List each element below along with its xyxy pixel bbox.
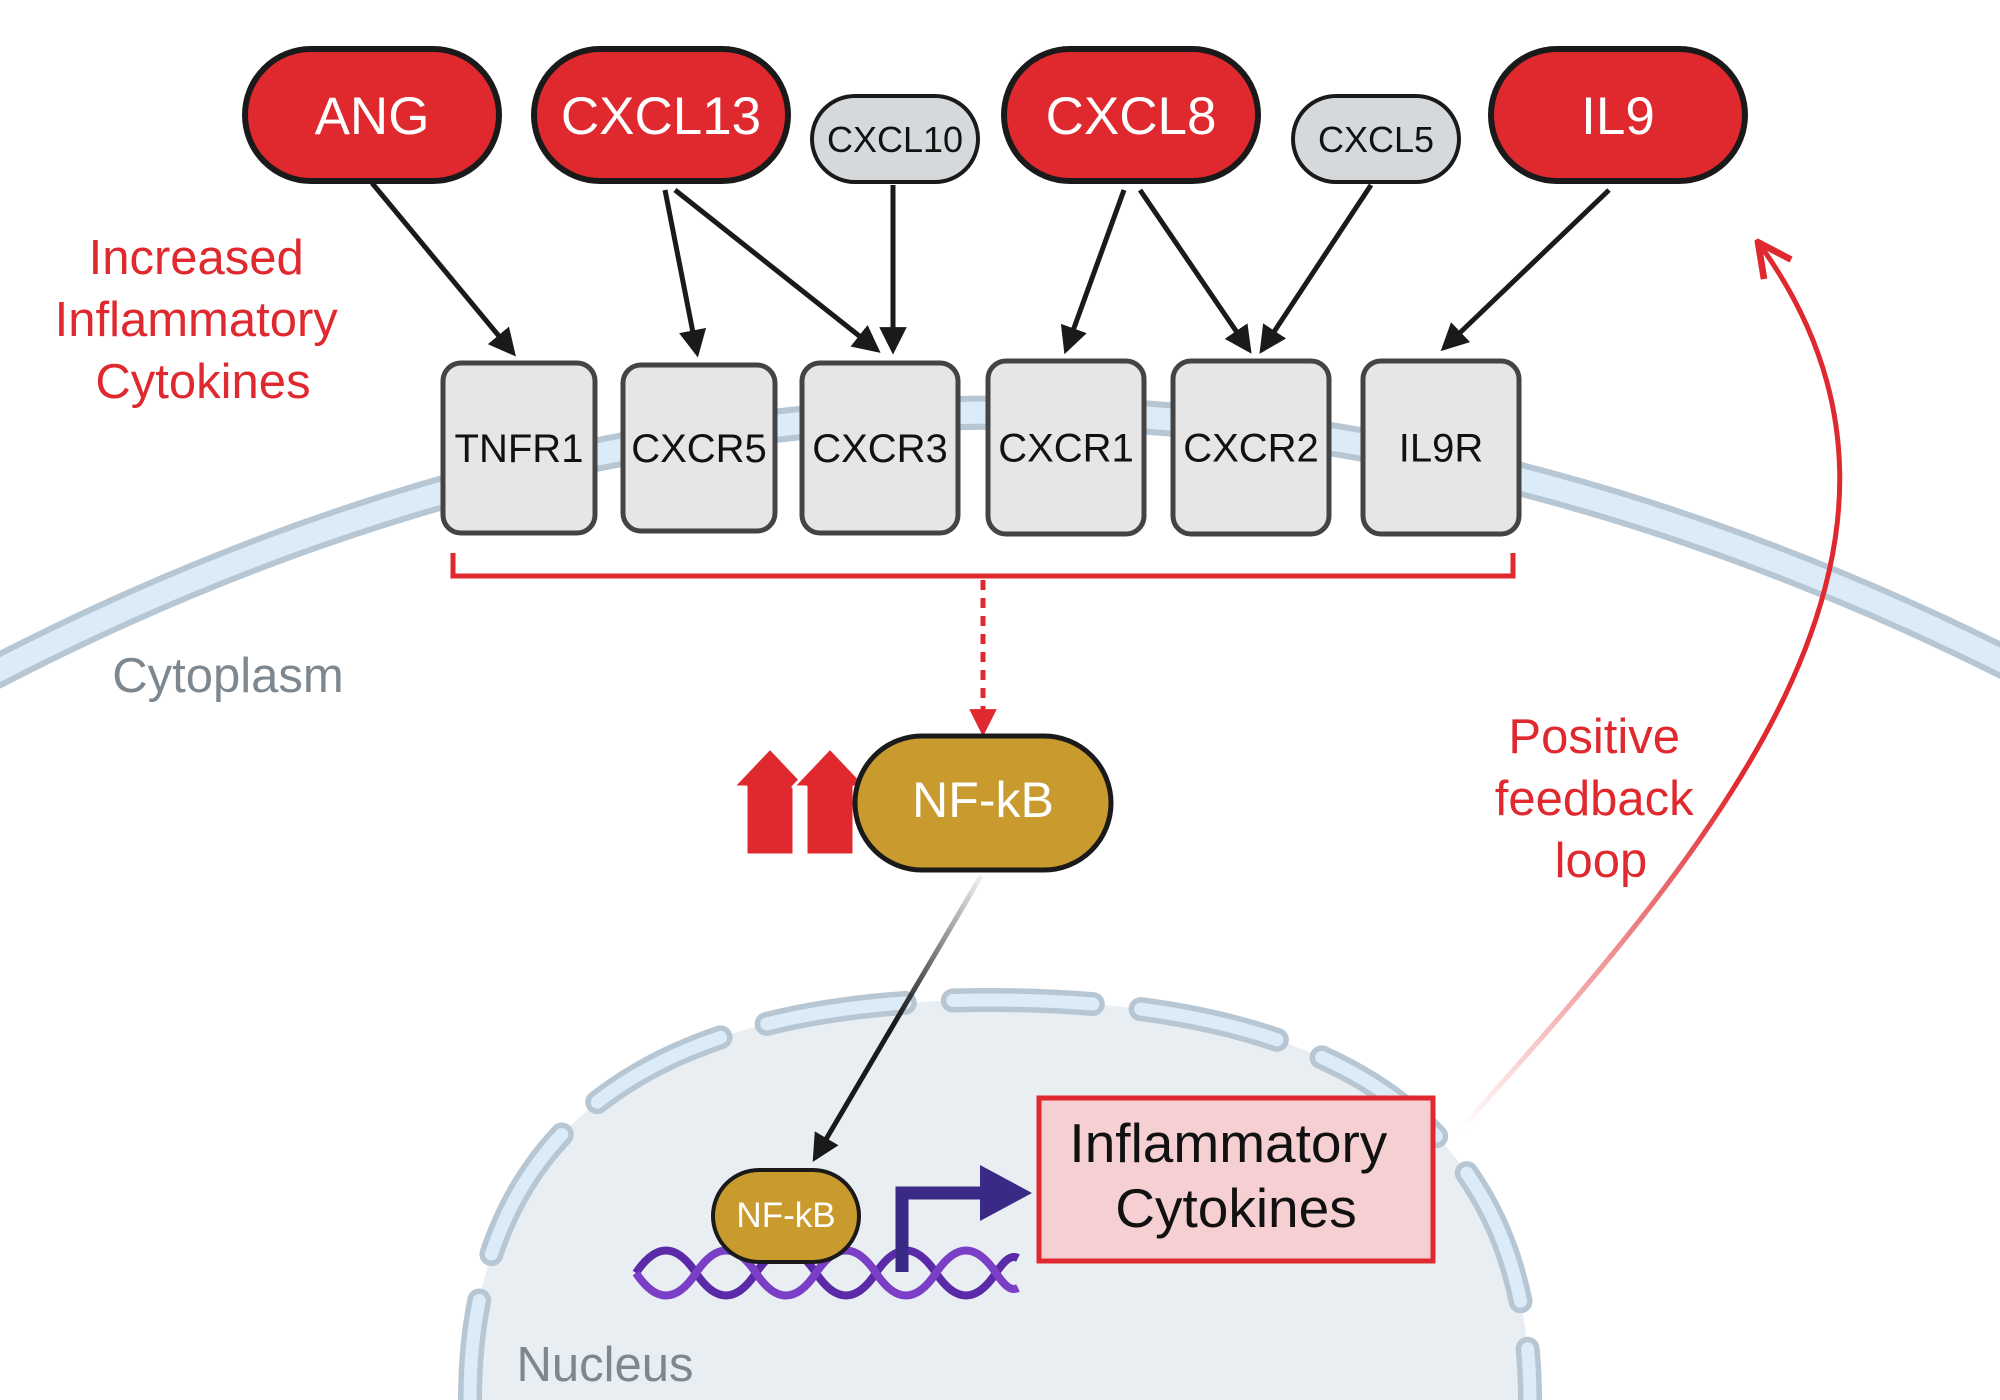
ligand-cxcl10: CXCL10: [810, 94, 980, 184]
receptor-cxcr5: CXCR5: [620, 362, 778, 534]
receptor-tnfr1: TNFR1: [440, 360, 598, 536]
receptor-cxcr1-label: CXCR1: [998, 427, 1134, 471]
output-label: Inflammatory Cytokines: [1069, 1112, 1402, 1239]
receptor-group: TNFR1 CXCR5 CXCR3 CXCR1 CXCR2 IL9R: [440, 358, 1522, 537]
arrow-cxcl8-to-cxcr1: [1060, 189, 1127, 355]
receptor-cxcr3-label: CXCR3: [812, 427, 948, 471]
ligand-cxcl8-label: CXCL8: [1046, 87, 1217, 146]
arrow-il9-to-il9r: [1440, 188, 1611, 352]
receptor-cxcr1: CXCR1: [985, 358, 1147, 537]
receptor-il9r-label: IL9R: [1399, 427, 1484, 471]
receptor-tnfr1-label: TNFR1: [455, 427, 584, 471]
receptor-cxcr5-label: CXCR5: [631, 427, 767, 471]
receptor-cxcr3: CXCR3: [799, 360, 961, 536]
ligand-il9: IL9: [1488, 46, 1748, 184]
nucleus-label: Nucleus: [516, 1338, 693, 1392]
arrow-cxcl13-to-cxcr3: [673, 188, 881, 353]
binding-arrows: [370, 181, 1611, 358]
double-up-arrow-icon: [731, 746, 869, 857]
arrow-ang-to-tnfr1: [370, 181, 516, 357]
arrow-cxcl5-to-cxcr2: [1259, 183, 1374, 354]
nfkb-nucleus-label: NF-kB: [736, 1196, 835, 1235]
receptor-cxcr2: CXCR2: [1170, 358, 1332, 537]
feedback-loop-arrow: [1460, 245, 1843, 1130]
receptor-cxcr2-label: CXCR2: [1183, 427, 1319, 471]
ligand-cxcl13: CXCL13: [531, 46, 791, 184]
ligand-cxcl10-label: CXCL10: [827, 119, 963, 160]
ligand-cxcl13-label: CXCL13: [561, 87, 761, 146]
ligand-ang: ANG: [242, 46, 502, 184]
ligand-cxcl8: CXCL8: [1001, 46, 1261, 184]
cytoplasm-label: Cytoplasm: [112, 649, 343, 703]
nfkb-cytoplasm-label: NF-kB: [912, 772, 1054, 828]
ligand-il9-label: IL9: [1581, 87, 1655, 146]
ligand-cxcl5: CXCL5: [1291, 94, 1461, 184]
nfkb-cytoplasm: NF-kB: [852, 733, 1114, 873]
feedback-label: Positive feedback loop: [1495, 710, 1708, 888]
arrow-cxcl13-to-cxcr5: [662, 189, 707, 358]
bent-arrow-icon: [895, 1165, 1032, 1272]
receptor-il9r: IL9R: [1360, 358, 1522, 537]
arrow-cxcl8-to-cxcr2: [1137, 188, 1252, 354]
inflammatory-cytokines-box: Inflammatory Cytokines: [1036, 1095, 1436, 1264]
ligand-cxcl5-label: CXCL5: [1318, 119, 1434, 160]
convergence-bracket: [450, 553, 1516, 737]
nfkb-translocation-arrow: [812, 874, 984, 1162]
nfkb-nucleus: NF-kB: [711, 1168, 861, 1264]
ligand-ang-label: ANG: [315, 87, 430, 146]
increased-cytokines-label: Increased Inflammatory Cytokines: [55, 231, 352, 409]
